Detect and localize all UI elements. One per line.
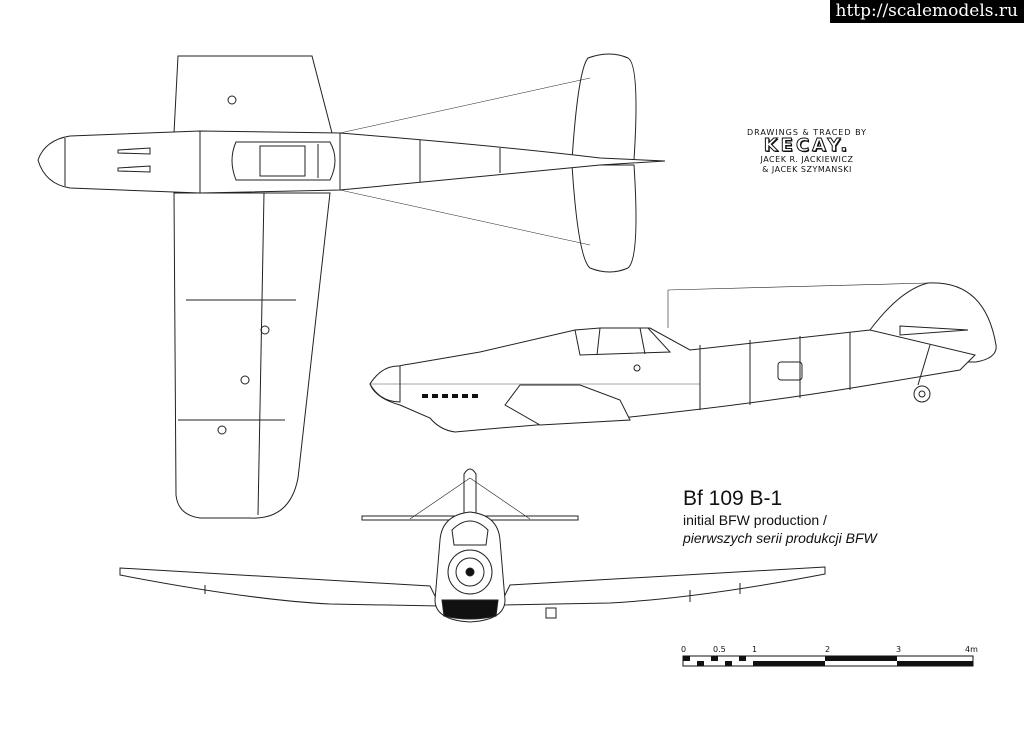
scale-label: 2 xyxy=(825,645,831,654)
subtitle-english: initial BFW production / xyxy=(683,512,827,528)
title-block: Bf 109 B-1 initial BFW production / pier… xyxy=(683,487,877,547)
credits-author-2: & JACEK SZYMANSKI xyxy=(762,165,852,174)
credits-author-1: JACEK R. JACKIEWICZ xyxy=(760,155,854,164)
scale-label: 4m xyxy=(965,645,978,654)
top-view xyxy=(37,53,666,519)
exhaust-stubs xyxy=(422,394,478,398)
front-view xyxy=(119,468,826,623)
scale-label: 0.5 xyxy=(713,645,726,654)
scale-label: 1 xyxy=(752,645,758,654)
scale-label: 0 xyxy=(681,645,687,654)
credits-block: DRAWINGS & TRACED BY KECAY. JACEK R. JAC… xyxy=(742,128,872,175)
watermark-url: http://scalemodels.ru xyxy=(829,0,1024,23)
aircraft-name: Bf 109 B-1 xyxy=(683,487,783,510)
kecay-logo: KECAY. xyxy=(763,135,851,156)
side-view xyxy=(369,282,997,433)
subtitle-polish: pierwszych serii produkcji BFW xyxy=(683,530,877,546)
scale-bar xyxy=(682,655,974,667)
scale-label: 3 xyxy=(896,645,902,654)
credits-heading: DRAWINGS & TRACED BY xyxy=(746,128,868,137)
